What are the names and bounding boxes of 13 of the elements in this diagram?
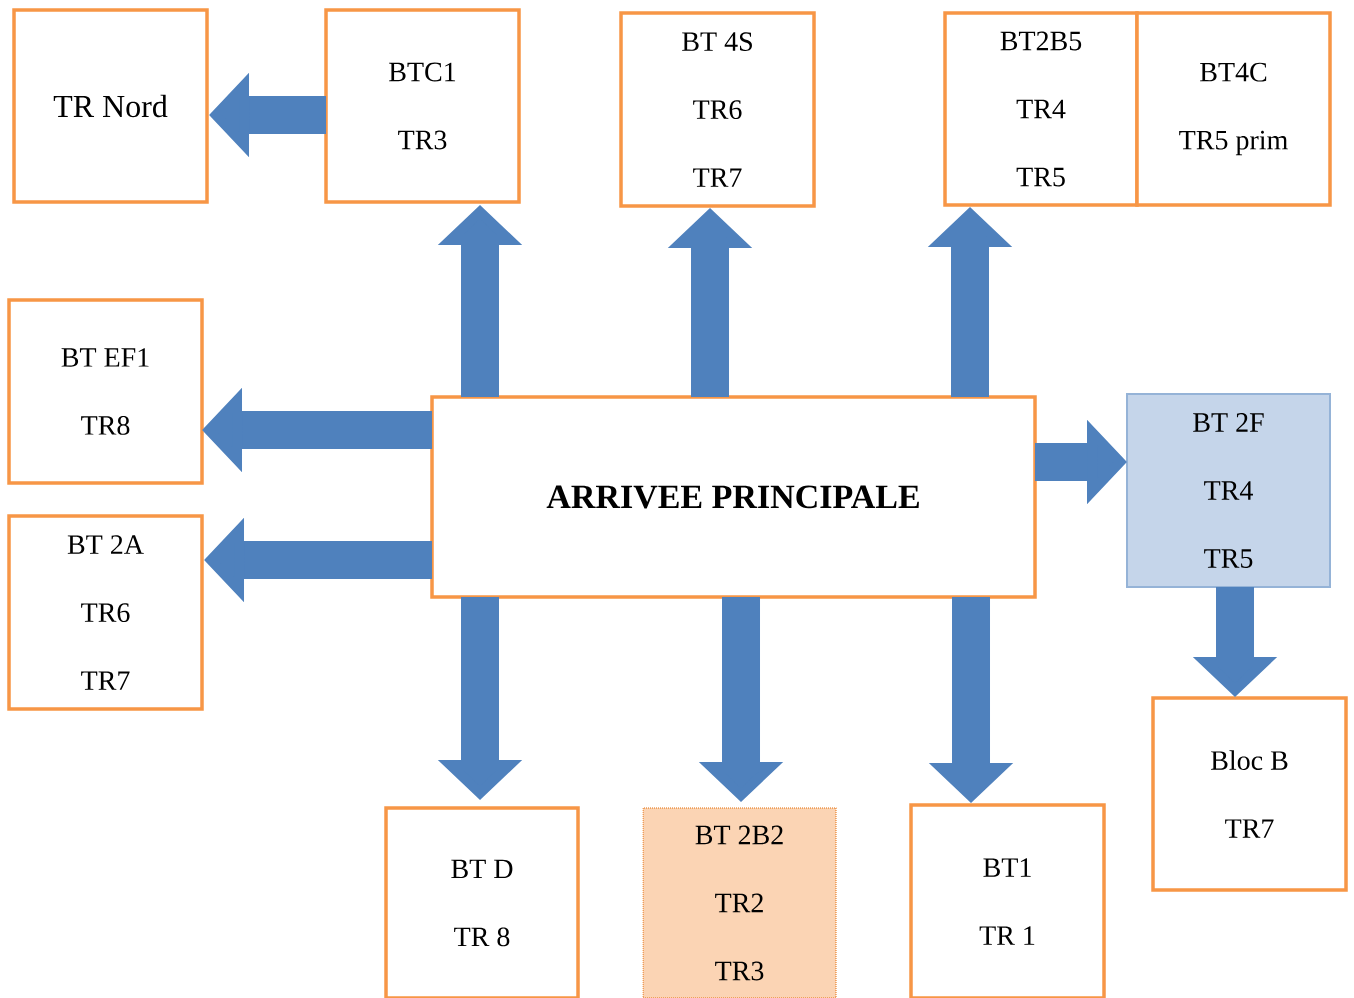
box: BT 2F TR4 TR5 (1126, 393, 1331, 588)
box: BT EF1 TR8 (7, 298, 204, 485)
box: BT 2B2 TR2 TR3 (642, 807, 837, 998)
box: BT2B5 TR4 TR5 (943, 11, 1139, 207)
box: TR Nord (12, 8, 209, 204)
box: BT1 TR 1 (909, 803, 1106, 998)
box: BTC1 TR3 (324, 8, 521, 204)
box: BT D TR 8 (384, 806, 580, 998)
box: ARRIVEE PRINCIPALE (430, 395, 1037, 599)
box: Bloc B TR7 (1151, 696, 1348, 892)
box: BT4C TR5 prim (1135, 11, 1332, 207)
box: BT 2A TR6 TR7 (7, 514, 204, 711)
box: BT 4S TR6 TR7 (619, 11, 816, 208)
